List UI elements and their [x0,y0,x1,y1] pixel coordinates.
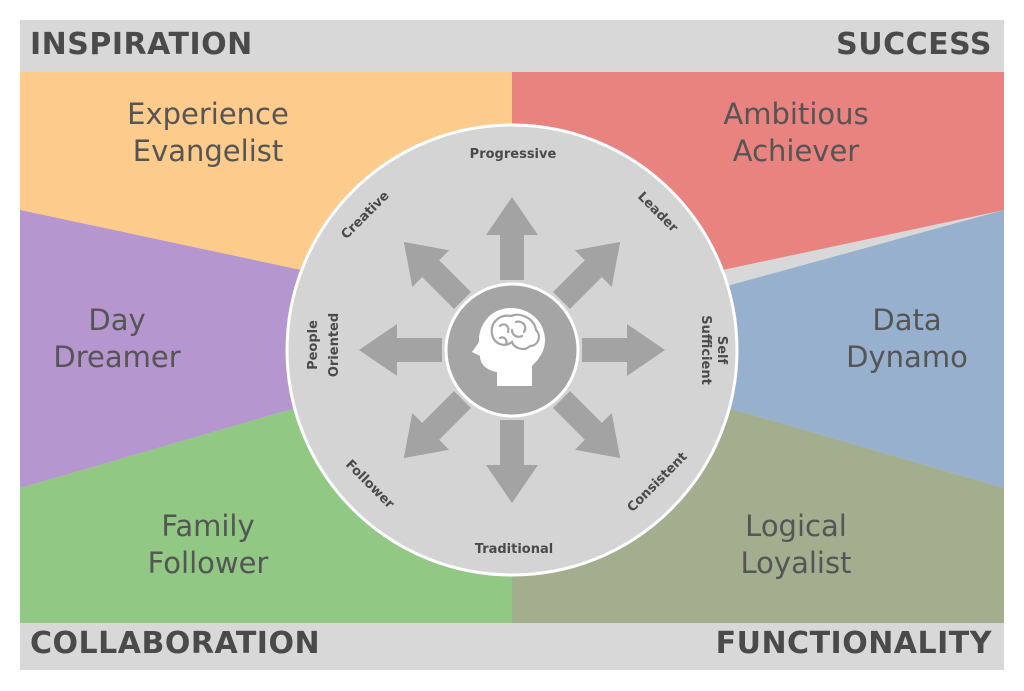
segment-label-line: Experience [127,97,289,131]
corner-title-inspiration: INSPIRATION [30,27,253,62]
arrow-group [359,197,665,503]
label-people-oriented-line2: Oriented [327,313,342,377]
arrow-right [582,324,665,376]
arrow-up [486,197,538,280]
center-hub [444,282,580,418]
label-traditional: Traditional [475,542,553,557]
segment-label-family-follower: Family Follower [88,508,328,582]
segment-label-data-dynamo: Data Dynamo [787,302,1024,376]
segment-label-line: Dreamer [53,340,181,374]
arrow-left [359,324,442,376]
segment-data-dynamo [512,210,1004,488]
segment-label-day-dreamer: Day Dreamer [0,302,237,376]
arrow-down [486,420,538,503]
label-people-oriented-line1: People [306,320,321,370]
arrow-down-left [403,391,471,459]
label-self-sufficient-line1: Self [714,336,729,365]
segment-label-line: Follower [147,546,269,580]
segment-label-line: Day [88,303,146,337]
corner-title-functionality: FUNCTIONALITY [715,626,992,661]
segment-label-line: Family [161,509,255,543]
arrow-down-right [553,391,621,459]
segment-label-line: Achiever [732,134,860,168]
head-brain-icon [472,308,545,386]
segment-label-line: Logical [745,509,847,543]
segment-label-experience-evangelist: Experience Evangelist [88,96,328,170]
arrow-up-left [403,241,471,309]
arrow-up-right [553,241,621,309]
segment-label-line: Data [872,303,942,337]
segment-label-line: Loyalist [740,546,852,580]
segment-label-ambitious-achiever: Ambitious Achiever [676,96,916,170]
segment-label-line: Evangelist [132,134,284,168]
label-self-sufficient-line2: Sufficient [698,315,713,385]
segment-label-line: Dynamo [846,340,968,374]
corner-title-success: SUCCESS [836,27,992,62]
segment-label-logical-loyalist: Logical Loyalist [676,508,916,582]
segment-label-line: Ambitious [723,97,869,131]
segment-day-dreamer [20,210,512,488]
corner-title-collaboration: COLLABORATION [30,626,321,661]
label-progressive: Progressive [470,147,557,162]
